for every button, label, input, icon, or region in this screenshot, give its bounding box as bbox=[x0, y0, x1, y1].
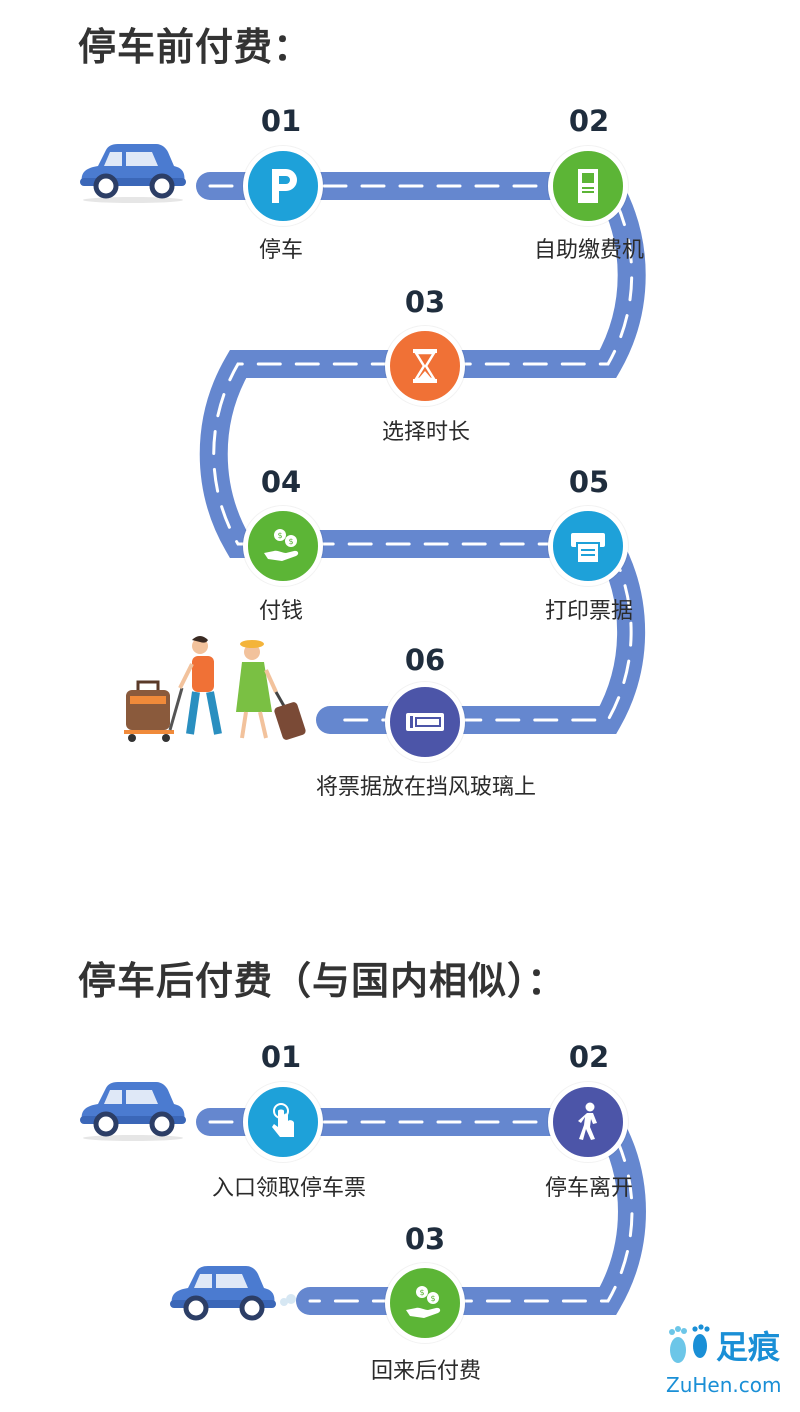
car-icon bbox=[78, 140, 188, 204]
step-number: 04 bbox=[221, 465, 341, 499]
watermark-url: ZuHen.com bbox=[666, 1373, 781, 1397]
tap-hand-icon bbox=[243, 1082, 323, 1162]
step-number: 02 bbox=[529, 1040, 649, 1074]
step-label: 入口领取停车票 bbox=[129, 1170, 449, 1202]
step-label: 自助缴费机 bbox=[429, 232, 749, 264]
step-number: 03 bbox=[365, 285, 485, 319]
step-label: 打印票据 bbox=[429, 593, 749, 625]
step-number: 05 bbox=[529, 465, 649, 499]
hourglass-icon bbox=[385, 326, 465, 406]
svg-text:$: $ bbox=[419, 1288, 424, 1297]
step-label: 将票据放在挡风玻璃上 bbox=[266, 769, 586, 801]
step-label: 回来后付费 bbox=[266, 1353, 586, 1385]
step-label: 停车 bbox=[121, 232, 441, 264]
step-number: 01 bbox=[221, 104, 341, 138]
car-icon bbox=[78, 1078, 188, 1142]
step-label: 选择时长 bbox=[266, 414, 586, 446]
parking-p-icon bbox=[243, 146, 323, 226]
coins-hand-icon: $$ bbox=[243, 506, 323, 586]
step-label: 付钱 bbox=[121, 593, 441, 625]
ticket-icon bbox=[385, 682, 465, 762]
footprint-logo-icon bbox=[664, 1322, 714, 1368]
printer-icon bbox=[548, 506, 628, 586]
step-number: 06 bbox=[365, 643, 485, 677]
step-number: 02 bbox=[529, 104, 649, 138]
svg-text:$: $ bbox=[430, 1294, 435, 1303]
travelers-luggage-illustration bbox=[122, 634, 317, 746]
payment-machine-icon bbox=[548, 146, 628, 226]
step-number: 01 bbox=[221, 1040, 341, 1074]
coins-hand-icon: $$ bbox=[385, 1263, 465, 1343]
svg-text:$: $ bbox=[277, 531, 282, 540]
walking-person-icon bbox=[548, 1082, 628, 1162]
svg-text:$: $ bbox=[288, 537, 293, 546]
watermark-brand: 足痕 bbox=[716, 1322, 780, 1368]
step-label: 停车离开 bbox=[429, 1170, 749, 1202]
step-number: 03 bbox=[365, 1222, 485, 1256]
car-icon bbox=[168, 1262, 298, 1326]
